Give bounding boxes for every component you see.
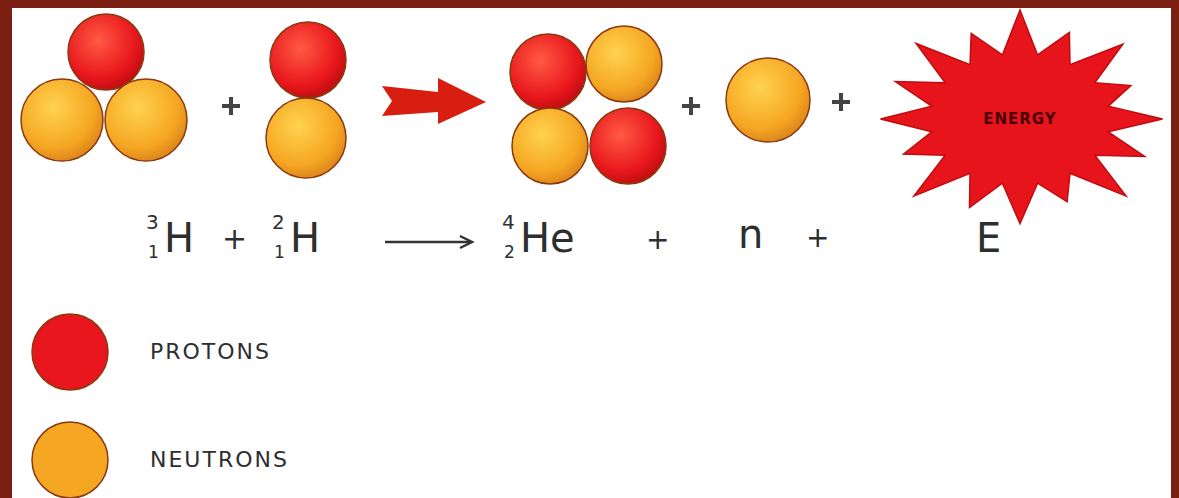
reaction-arrow xyxy=(382,78,486,124)
burst-label: ENERGY xyxy=(983,112,1056,127)
plus-sign: + xyxy=(222,224,247,254)
atomic-number: 2 xyxy=(504,244,515,261)
helium-nucleus xyxy=(510,26,666,184)
element-symbol: H xyxy=(290,218,320,258)
neutron-symbol: n xyxy=(738,214,763,254)
plus-sign: + xyxy=(646,226,669,254)
legend-swatch-circle xyxy=(32,314,108,390)
legend-text: NEUTRONS xyxy=(150,449,289,471)
legend-text: PROTONS xyxy=(150,341,271,363)
burst-shape xyxy=(881,10,1163,224)
atomic-number: 1 xyxy=(148,244,159,261)
element-symbol: He xyxy=(520,218,575,258)
energy-symbol: E xyxy=(976,218,1001,258)
mass-number: 2 xyxy=(272,212,285,232)
deuterium-nucleus xyxy=(266,22,346,178)
plus-sign: + xyxy=(806,224,829,252)
element-symbol: H xyxy=(164,218,194,258)
free-neutron xyxy=(726,58,810,142)
tritium-nucleus xyxy=(21,14,187,161)
mass-number: 3 xyxy=(146,212,159,232)
legend-swatch xyxy=(30,420,110,498)
energy-burst: ENERGY xyxy=(868,8,1172,230)
legend-swatch xyxy=(30,312,110,392)
legend-swatch-circle xyxy=(32,422,108,498)
equation-arrow xyxy=(385,236,472,248)
atomic-number: 1 xyxy=(274,244,285,261)
mass-number: 4 xyxy=(502,212,515,232)
